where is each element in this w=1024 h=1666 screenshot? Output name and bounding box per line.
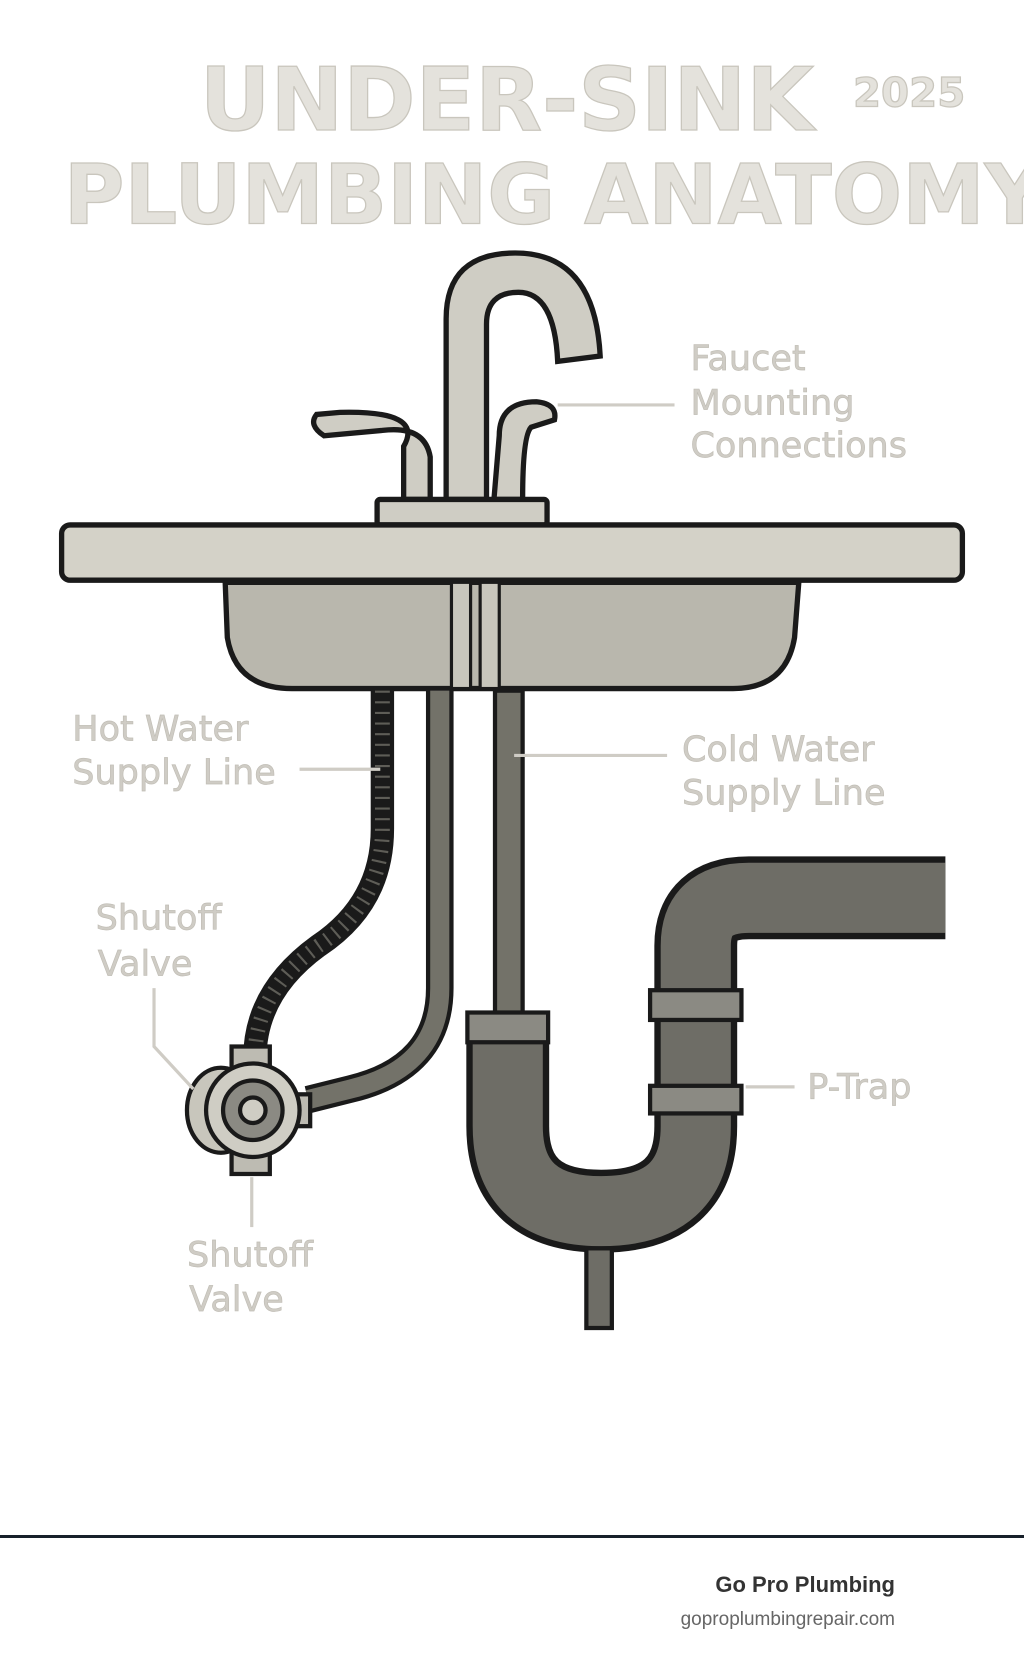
svg-text:Hot Water: Hot Water: [72, 709, 249, 750]
footer-brand: Go Pro Plumbing: [715, 1572, 895, 1597]
p-trap: [465, 856, 946, 1331]
svg-text:Supply Line: Supply Line: [72, 752, 276, 793]
label-hot-water: Hot Water Supply Line: [72, 708, 381, 793]
footer-url[interactable]: goproplumbingrepair.com: [680, 1609, 895, 1630]
title-year: 2025: [853, 69, 965, 116]
label-faucet-mounting: Faucet Mounting Connections: [557, 338, 907, 466]
supply-line-inner: [304, 690, 454, 1114]
label-shutoff-lower: Shutoff Valve: [187, 1177, 314, 1320]
left-handle: [310, 409, 433, 503]
svg-text:Cold Water: Cold Water: [682, 729, 875, 770]
label-shutoff-upper: Shutoff Valve: [95, 897, 223, 1091]
svg-text:Supply Line: Supply Line: [682, 772, 886, 813]
countertop: [58, 522, 966, 583]
title-line1: UNDER-SINK: [200, 49, 818, 151]
right-handle: [491, 399, 558, 503]
footer-divider: [0, 1535, 1024, 1538]
title-line2: PLUMBING ANATOMY: [64, 146, 1024, 243]
faucet: [310, 250, 603, 528]
svg-text:Shutoff: Shutoff: [96, 898, 223, 939]
svg-text:Valve: Valve: [189, 1279, 284, 1320]
svg-text:Valve: Valve: [98, 943, 193, 984]
label-p-trap: P-Trap: [745, 1066, 912, 1108]
svg-text:Connections: Connections: [690, 425, 907, 466]
label-cold-water: Cold Water Supply Line: [514, 728, 886, 814]
svg-text:Mounting: Mounting: [690, 382, 854, 423]
svg-text:Faucet: Faucet: [690, 338, 805, 379]
sink-basin: [222, 579, 802, 692]
shutoff-valve: [184, 1044, 313, 1177]
hot-water-supply-line: [243, 690, 395, 1063]
svg-text:P-Trap: P-Trap: [807, 1067, 911, 1108]
cold-water-supply-line: [492, 688, 525, 1017]
svg-text:Shutoff: Shutoff: [187, 1234, 314, 1275]
